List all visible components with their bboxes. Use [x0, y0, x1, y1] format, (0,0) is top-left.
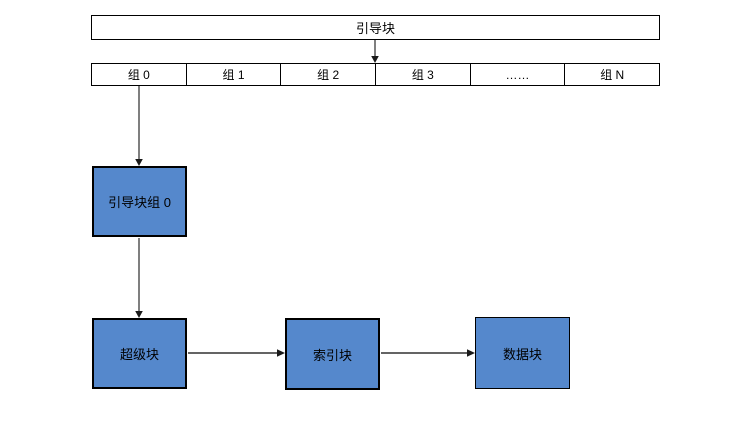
group-cell-0: 组 0 — [92, 64, 186, 85]
arrow-bootblock-to-groups — [371, 40, 379, 63]
groups-row: 组 0 组 1 组 2 组 3 …… 组 N — [91, 63, 660, 86]
group-cell-0-label: 组 0 — [127, 68, 150, 82]
arrow-group0-to-bootgroup — [135, 86, 143, 166]
group-cell-ellipsis: …… — [469, 64, 565, 85]
group-cell-n: 组 N — [564, 64, 659, 85]
group-cell-2: 组 2 — [280, 64, 375, 85]
boot-group-0-box: 引导块组 0 — [92, 166, 187, 237]
boot-block-bar: 引导块 — [91, 15, 660, 40]
index-block-box: 索引块 — [285, 318, 380, 390]
index-block-label: 索引块 — [312, 347, 352, 363]
group-cell-2-label: 组 2 — [317, 68, 340, 82]
group-cell-3: 组 3 — [375, 64, 470, 85]
data-block-box: 数据块 — [475, 317, 570, 389]
super-block-label: 超级块 — [119, 347, 159, 362]
boot-group-0-label: 引导块组 0 — [108, 195, 171, 210]
data-block-label: 数据块 — [502, 346, 542, 362]
arrow-bootgroup-to-superblock — [135, 238, 143, 318]
arrow-indexblock-to-datablock — [381, 349, 475, 357]
boot-block-label: 引导块 — [355, 21, 395, 36]
arrow-superblock-to-indexblock — [188, 349, 285, 357]
group-cell-3-label: 组 3 — [411, 68, 434, 82]
group-cell-n-label: 组 N — [600, 68, 625, 82]
group-cell-1: 组 1 — [185, 64, 281, 85]
super-block-box: 超级块 — [92, 318, 187, 389]
group-cell-1-label: 组 1 — [222, 68, 245, 82]
group-cell-ellipsis-label: …… — [505, 67, 530, 82]
